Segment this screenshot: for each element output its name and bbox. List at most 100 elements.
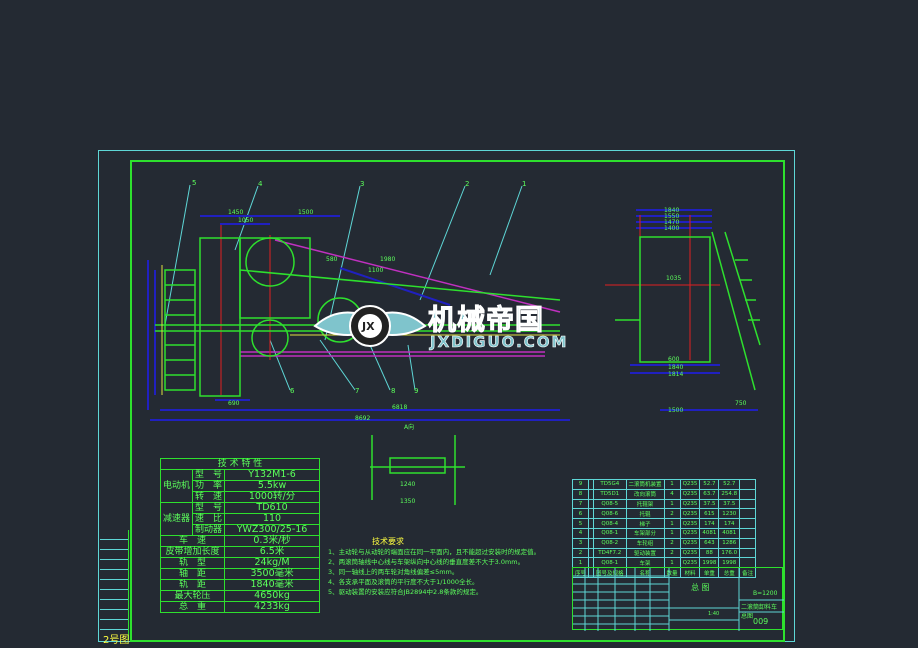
drawing-subtitle: 二滚筒卸料车总图 (741, 604, 778, 620)
binding-strip (100, 530, 129, 640)
drawing-label: 9 (414, 387, 418, 395)
table-cell: Q08-4 (593, 518, 627, 529)
drawing-name: B=1200 (753, 590, 778, 597)
drawing-label: 8692 (355, 415, 370, 422)
title-block: 总 图 B=1200 二滚筒卸料车总图 009 1:40 (572, 567, 784, 631)
table-cell: 1 (663, 527, 681, 539)
table-cell: 2 (571, 547, 590, 559)
drawing-label: JX (361, 320, 375, 333)
table-cell: 皮带增加长度 (159, 546, 226, 558)
table-cell: 序号 (571, 567, 590, 578)
table-cell (739, 537, 757, 549)
table-cell: Q08-2 (593, 537, 627, 549)
table-cell: 数量 (663, 567, 681, 578)
table-cell: 轴 距 (159, 568, 226, 580)
table-cell: TD5D1 (593, 488, 627, 500)
drawing-label: 1550 (664, 213, 679, 220)
table-cell (739, 479, 757, 490)
table-cell: 63.7 (699, 488, 720, 500)
table-cell: 减速器 (159, 502, 194, 536)
table-cell: 2 (663, 537, 681, 549)
technical-requirements: 技术要求 1、主动轮与从动轮的端面应在同一平面内，且不能超过安装时的规定值。 2… (328, 537, 541, 596)
table-cell: Q235 (679, 547, 701, 559)
drawing-label: 1100 (368, 267, 383, 274)
table-cell: 174 (718, 518, 741, 529)
drawing-label: 7 (355, 387, 359, 395)
table-cell: TD4F7.2 (593, 547, 627, 559)
title-block-grid (573, 568, 784, 631)
drawing-label: 1350 (400, 498, 415, 505)
table-cell: Q235 (679, 537, 701, 549)
table-cell: 制动器 (192, 524, 226, 536)
table-cell (739, 518, 757, 529)
table-cell: 托辊 (625, 508, 665, 520)
table-cell: 615 (699, 508, 720, 520)
spec-title: 技 术 特 性 (159, 458, 321, 470)
scale: 1:40 (708, 611, 720, 617)
table-cell: 1286 (718, 537, 741, 549)
conveyor-belt (240, 239, 561, 357)
table-cell: Q08-5 (593, 498, 627, 510)
table-cell: Q235 (679, 488, 701, 500)
table-cell: 驱动装置 (625, 547, 665, 559)
drawing-frame-inner (130, 160, 785, 642)
table-cell: 电动机 (159, 469, 194, 503)
table-cell: 速 比 (192, 513, 226, 525)
table-cell: 7 (571, 498, 590, 510)
drawing-label: 8 (391, 387, 395, 395)
table-cell: 4081 (699, 527, 720, 539)
table-cell (739, 498, 757, 510)
table-cell (739, 547, 757, 559)
drawing-label: 1400 (664, 225, 679, 232)
table-cell: 52.7 (718, 479, 741, 490)
drawing-number: 009 (753, 617, 769, 626)
table-cell: 6 (571, 508, 590, 520)
table-cell: 型 号 (192, 469, 226, 481)
drawing-label: 1840 (664, 207, 679, 214)
drawing-label: 1840 (668, 364, 683, 371)
table-cell: 总 重 (159, 601, 226, 613)
drawing-label: 1814 (668, 371, 683, 378)
drawing-label: 1450 (228, 209, 243, 216)
table-cell: Q235 (679, 527, 701, 539)
watermark-title: 机械帝国 (427, 303, 545, 337)
table-cell: 174 (699, 518, 720, 529)
table-cell: 1 (663, 518, 681, 529)
dimension-text: 1450 1500 1050 580 1980 1100 690 6818 86… (228, 207, 747, 505)
table-cell: 最大轮压 (159, 590, 226, 602)
drawing-label: 3 (360, 180, 364, 188)
table-cell: 0.3米/秒 (224, 535, 321, 547)
yellow-lines (161, 265, 560, 395)
table-cell: TD610 (224, 502, 321, 514)
drawing-label: 1980 (380, 256, 395, 263)
drawing-type: 总 图 (691, 583, 710, 592)
table-cell: 176.0 (718, 547, 741, 559)
table-cell: 车架部分 (625, 527, 665, 539)
table-cell: 24kg/M (224, 557, 321, 569)
drawing-label: 580 (326, 256, 338, 263)
table-cell: 2 (663, 508, 681, 520)
table-cell: 254.8 (718, 488, 741, 500)
watermark-url: JXDIGUO.COM (430, 333, 569, 352)
table-cell: 1840毫米 (224, 579, 321, 591)
table-cell: Q08-6 (593, 508, 627, 520)
table-cell (588, 567, 595, 578)
drawing-label: 1470 (664, 219, 679, 226)
table-cell: 1 (663, 498, 681, 510)
table-cell: 5.5kw (224, 480, 321, 492)
drawing-label: 6 (290, 387, 295, 395)
table-cell: 88 (699, 547, 720, 559)
